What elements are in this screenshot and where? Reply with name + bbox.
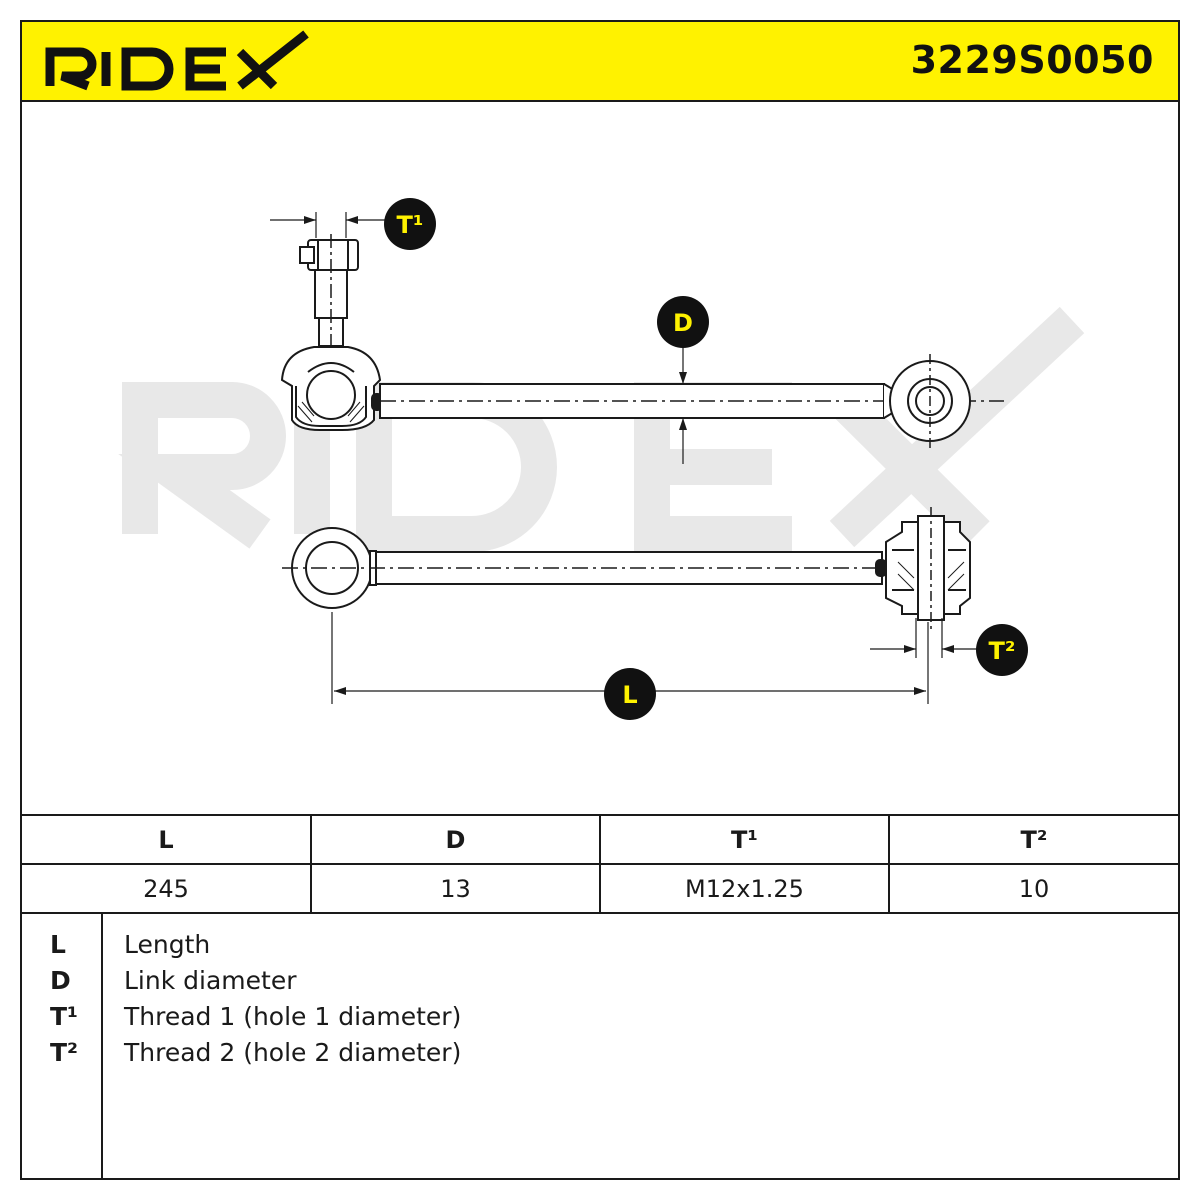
legend-row-length: L Length — [22, 930, 1178, 966]
legend-key: T¹ — [50, 1002, 79, 1031]
spec-header-row: L D T¹ T² — [22, 814, 1178, 865]
callout-t2: T² — [976, 624, 1028, 676]
legend-desc: Thread 2 (hole 2 diameter) — [124, 1038, 462, 1067]
legend-desc: Length — [124, 930, 211, 959]
legend-key: T² — [50, 1038, 79, 1067]
svg-text:D: D — [673, 309, 693, 337]
spec-value-l: 245 — [22, 863, 312, 914]
svg-text:T²: T² — [989, 637, 1016, 665]
callout-d: D — [657, 296, 709, 348]
legend-desc: Link diameter — [124, 966, 297, 995]
legend: L Length D Link diameter T¹ Thread 1 (ho… — [22, 912, 1178, 1180]
svg-text:T¹: T¹ — [397, 211, 424, 239]
spec-value-t2: 10 — [888, 863, 1178, 914]
technical-drawing: T¹ D T² L — [118, 198, 1085, 720]
callout-t1: T¹ — [384, 198, 436, 250]
legend-key: D — [50, 966, 71, 995]
spec-header-t2: T² — [888, 814, 1178, 865]
spec-value-t1: M12x1.25 — [599, 863, 890, 914]
spec-value-row: 245 13 M12x1.25 10 — [22, 863, 1178, 914]
upper-nut — [307, 239, 359, 271]
legend-row-thread1: T¹ Thread 1 (hole 1 diameter) — [22, 1002, 1178, 1038]
legend-row-thread2: T² Thread 2 (hole 2 diameter) — [22, 1038, 1178, 1074]
spec-header-d: D — [310, 814, 601, 865]
page-frame: 3229S0050 — [20, 20, 1180, 1180]
brand-logo — [45, 30, 309, 91]
legend-row-diameter: D Link diameter — [22, 966, 1178, 1002]
spec-table: L D T¹ T² 245 13 M12x1.25 10 — [22, 814, 1178, 914]
legend-desc: Thread 1 (hole 1 diameter) — [124, 1002, 462, 1031]
legend-divider — [101, 912, 103, 1180]
svg-text:L: L — [622, 681, 637, 709]
spec-header-l: L — [22, 814, 312, 865]
callout-l: L — [604, 668, 656, 720]
header-bar: 3229S0050 — [22, 22, 1178, 102]
legend-key: L — [50, 930, 66, 959]
spec-header-t1: T¹ — [599, 814, 890, 865]
spec-value-d: 13 — [310, 863, 601, 914]
part-number: 3229S0050 — [910, 38, 1154, 82]
upper-ball — [306, 370, 356, 420]
